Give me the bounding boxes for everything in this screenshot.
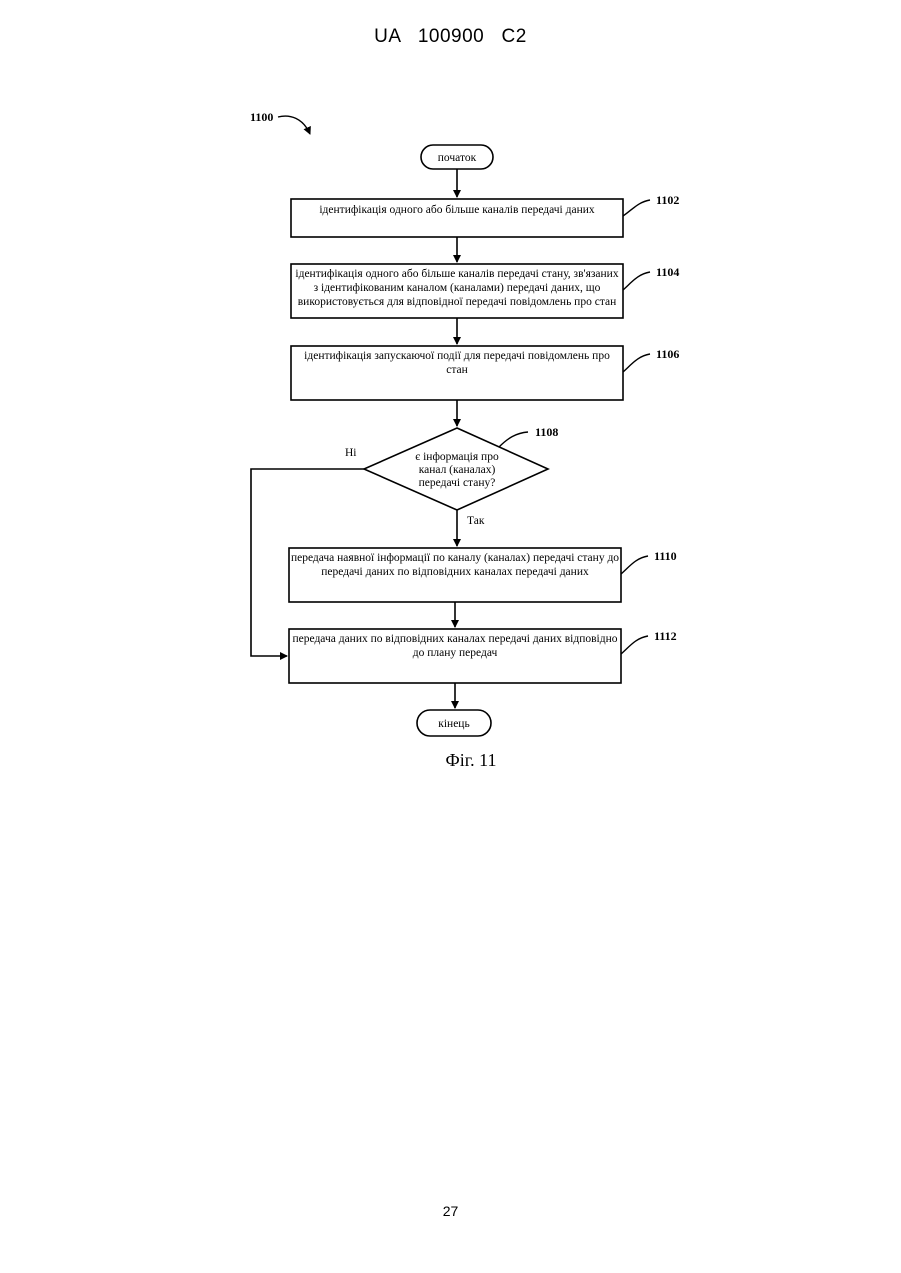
step-1104-text-line1: ідентифікація одного або більше каналів … [295,268,618,280]
step-1104-ref: 1104 [656,265,679,279]
step-1112-text-line1: передача даних по відповідних каналах пе… [293,633,618,645]
figure-caption: Фіг. 11 [446,750,497,770]
yes-branch-label: Так [467,515,485,527]
end-label: кінець [438,718,469,730]
decision-text-line3: передачі стану? [419,477,496,489]
step-1110-text-line2: передачі даних по відповідних каналах пе… [321,566,589,578]
step-1104-ref-leader [623,272,650,290]
step-1104-text-line2: з ідентифікованим каналом (каналами) пер… [314,282,601,294]
start-terminal: початок [421,145,493,169]
step-1112-ref: 1112 [654,629,677,643]
step-1104-text-line3: використовується для відповідної передач… [298,296,617,308]
end-terminal: кінець [417,710,491,736]
step-1106-text-line1: ідентифікація запускаючої події для пере… [304,350,610,362]
decision-ref: 1108 [535,425,558,439]
no-branch-label: Ні [345,447,357,459]
step-1106-text-line2: стан [446,364,468,376]
step-1110-text-line1: передача наявної інформації по каналу (к… [291,552,619,564]
decision-1108: є інформація про канал (каналах) передач… [364,425,558,510]
step-1106-ref: 1106 [656,347,679,361]
step-1110-ref-leader [621,556,648,574]
step-1104: ідентифікація одного або більше каналів … [291,264,679,318]
decision-ref-leader [499,432,528,447]
step-1102: ідентифікація одного або більше каналів … [291,193,679,237]
start-label: початок [438,152,477,164]
figure-ref-arrow [278,116,310,134]
decision-text-line2: канал (каналах) [419,464,496,476]
step-1112-ref-leader [621,636,648,654]
step-1110-ref: 1110 [654,549,677,563]
step-1112-text-line2: до плану передач [413,647,498,659]
step-1102-ref-leader [623,200,650,216]
step-1102-ref: 1102 [656,193,679,207]
step-1106-ref-leader [623,354,650,372]
step-1112: передача даних по відповідних каналах пе… [289,629,677,683]
step-1102-text: ідентифікація одного або більше каналів … [319,204,595,216]
figure-ref-label: 1100 [250,110,273,124]
page-number: 27 [0,1203,901,1219]
decision-text-line1: є інформація про [415,451,499,463]
step-1106: ідентифікація запускаючої події для пере… [291,346,679,400]
step-1110: передача наявної інформації по каналу (к… [289,548,677,602]
